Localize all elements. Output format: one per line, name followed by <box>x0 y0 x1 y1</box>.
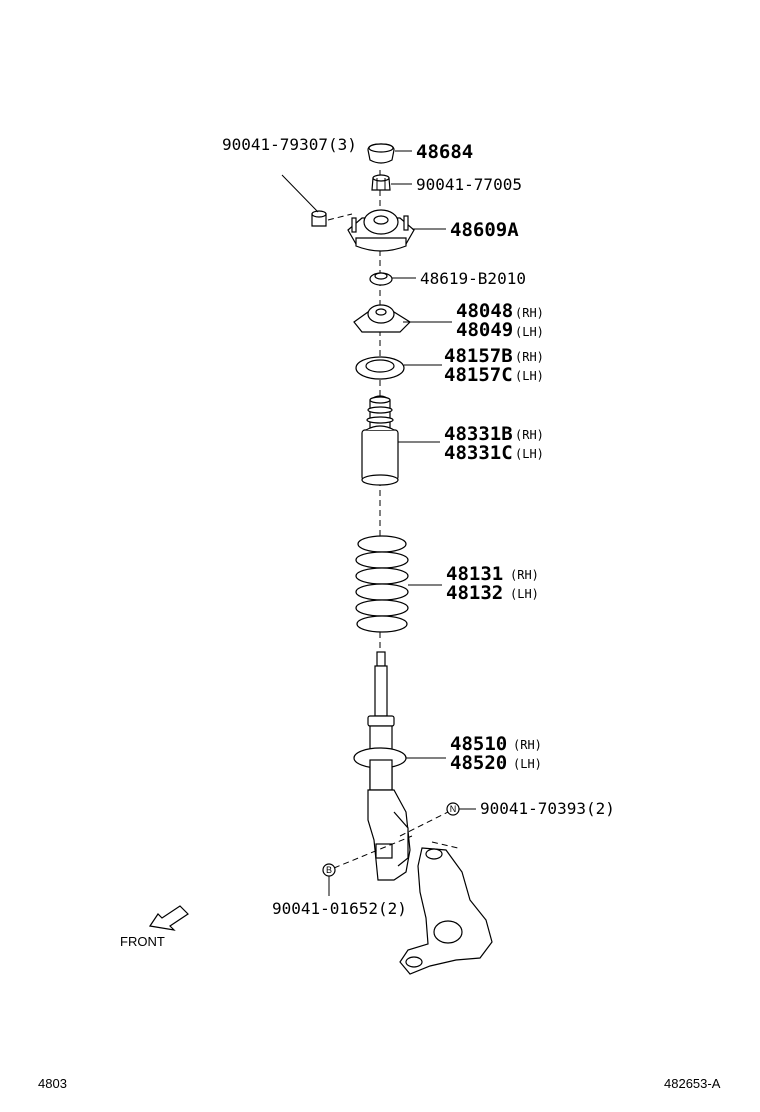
label-48684: 48684 <box>416 141 473 163</box>
figure-code: 482653-A <box>664 1076 721 1091</box>
label-9004101652: 90041-01652(2) <box>272 899 407 918</box>
knuckle-axis <box>431 841 459 849</box>
bolt-marker: B <box>326 865 332 875</box>
label-48132-sfx: (LH) <box>510 587 539 601</box>
steering-knuckle <box>399 847 493 975</box>
label-48049: 48049 <box>456 319 513 341</box>
coil-spring <box>355 535 409 633</box>
label-48157B-sfx: (RH) <box>515 350 544 364</box>
bolt-axis-lower <box>333 835 413 869</box>
bumper <box>361 395 399 486</box>
upper-seat <box>353 304 411 333</box>
label-48157C-sfx: (LH) <box>515 369 544 383</box>
front-label: FRONT <box>120 934 165 949</box>
bolt-axis <box>327 213 353 221</box>
bolt-9004179307 <box>311 210 327 227</box>
label-48157C: 48157C <box>444 364 513 386</box>
nut-marker: N <box>450 804 457 814</box>
nut-9004177005 <box>371 174 391 191</box>
label-48131: 48131 <box>446 563 503 585</box>
label-48331C: 48331C <box>444 442 513 464</box>
label-48048: 48048 <box>456 300 513 322</box>
label-48520: 48520 <box>450 752 507 774</box>
label-48131-sfx: (RH) <box>510 568 539 582</box>
label-48609A: 48609A <box>450 219 519 241</box>
label-48048-sfx: (RH) <box>515 306 544 320</box>
insulator <box>355 356 405 380</box>
label-48510-sfx: (RH) <box>513 738 542 752</box>
label-48331B-sfx: (RH) <box>515 428 544 442</box>
label-9004179307: 90041-79307(3) <box>222 135 357 154</box>
label-9004170393: 90041-70393(2) <box>480 799 615 818</box>
label-48510: 48510 <box>450 733 507 755</box>
label-48049-sfx: (LH) <box>515 325 544 339</box>
strut-assembly <box>353 651 411 881</box>
front-arrow-icon <box>148 905 189 931</box>
support-48609A <box>347 209 415 252</box>
label-48520-sfx: (LH) <box>513 757 542 771</box>
label-48157B: 48157B <box>444 345 513 367</box>
label-48331B: 48331B <box>444 423 513 445</box>
label-48331C-sfx: (LH) <box>515 447 544 461</box>
cap-48684 <box>367 143 395 164</box>
bearing-48619 <box>369 272 393 286</box>
leader-9004179307 <box>281 174 319 213</box>
label-48619: 48619-B2010 <box>420 269 526 288</box>
label-48132: 48132 <box>446 582 503 604</box>
page-code: 4803 <box>38 1076 67 1091</box>
label-9004177005: 90041-77005 <box>416 175 522 194</box>
